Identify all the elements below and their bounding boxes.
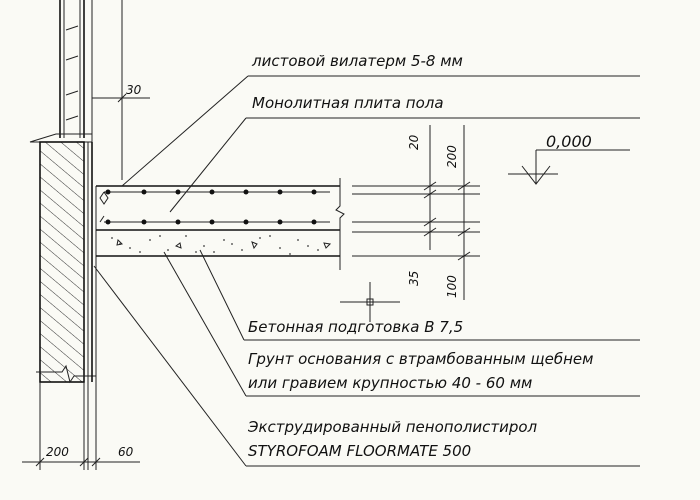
- vertical-insulation: [87, 142, 97, 382]
- foundation-wall: [36, 141, 97, 470]
- dimension-labels: 30 20 200 35 100 200 60: [22, 83, 459, 467]
- upper-wall: [29, 0, 123, 180]
- dim-prep-total: 100: [445, 275, 459, 298]
- callout-labels: листовой вилатерм 5-8 мм Монолитная плит…: [247, 52, 593, 460]
- dim-wall-thickness: 200: [46, 445, 69, 459]
- dim-slab-cover: 20: [407, 134, 421, 150]
- concrete-prep: [96, 235, 340, 257]
- floor-slab: [96, 178, 345, 270]
- dim-slab-total: 200: [445, 145, 459, 168]
- level-mark: 0,000: [508, 132, 630, 185]
- callout-vilaterm: листовой вилатерм 5-8 мм: [251, 52, 463, 70]
- callout-eps-line2: STYROFOAM FLOORMATE 500: [248, 442, 471, 460]
- extension-lines: [352, 125, 480, 300]
- survey-marker: [340, 282, 400, 322]
- callout-eps-line1: Экструдированный пенополистирол: [247, 418, 538, 436]
- callout-concrete-prep: Бетонная подготовка В 7,5: [248, 318, 463, 336]
- dim-prep-top: 35: [407, 271, 421, 286]
- callout-slab: Монолитная плита пола: [252, 94, 444, 112]
- dim-insulation-thickness: 60: [118, 445, 134, 459]
- dim-wall-gap: 30: [126, 83, 142, 97]
- callout-soil-line1: Грунт основания с втрамбованным щебнем: [248, 350, 593, 368]
- callout-soil-line2: или гравием крупностью 40 - 60 мм: [248, 374, 532, 392]
- leader-lines: [93, 75, 640, 467]
- level-mark-label: 0,000: [546, 132, 592, 151]
